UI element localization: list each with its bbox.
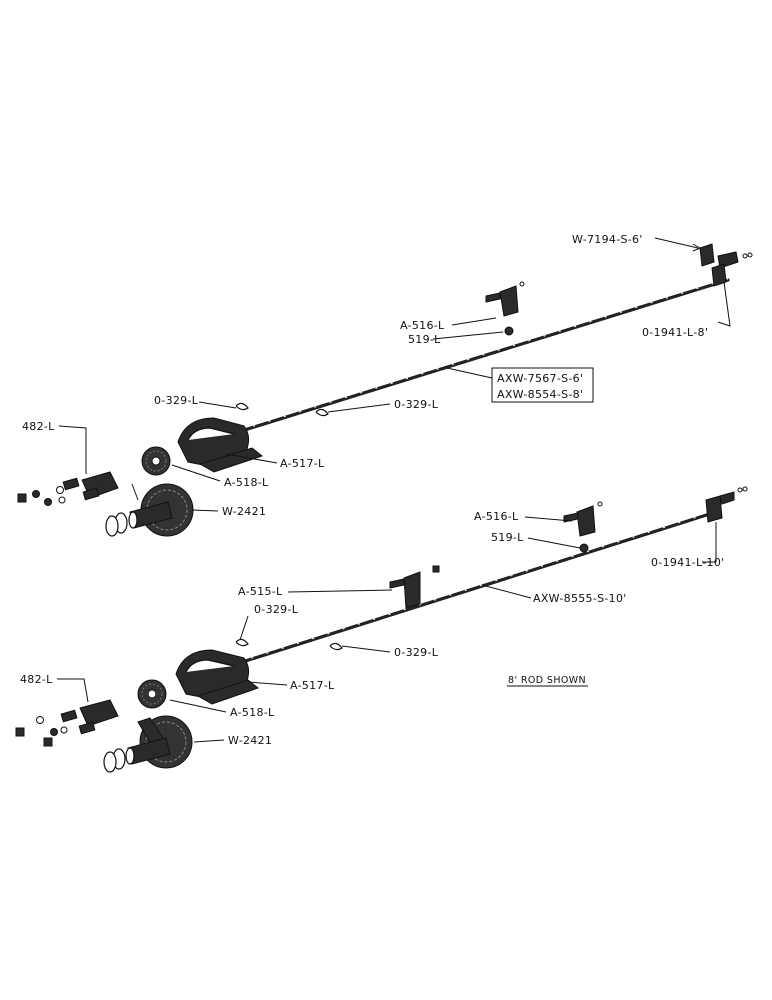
upper-leader-w2421 (191, 509, 219, 512)
label-o329-lower-right: 0-329-L (394, 646, 439, 659)
lower-leader-a516 (524, 516, 573, 522)
label-axw7567: AXW-7567-S-6' (497, 372, 583, 385)
lower-leader-o329-right (341, 645, 391, 653)
upper-lever-a516 (485, 281, 525, 336)
lower-housing-a517 (175, 649, 260, 705)
upper-leader-482 (58, 425, 87, 474)
lower-leader-519 (527, 537, 581, 549)
lower-rod (234, 510, 718, 666)
upper-leader-o329-left (198, 401, 237, 409)
label-axw8555: AXW-8555-S-10' (533, 592, 627, 605)
lower-leader-o1941 (702, 522, 717, 563)
upper-leader-a516 (451, 317, 497, 326)
label-a517-lower: A-517-L (290, 679, 335, 692)
lower-leader-w2421 (193, 739, 225, 743)
label-a518-upper: A-518-L (224, 476, 269, 489)
upper-leader-a517 (225, 453, 278, 464)
label-a516-upper: A-516-L (400, 319, 445, 332)
label-axw8554: AXW-8554-S-8' (497, 388, 583, 401)
upper-leader-w7194 (654, 237, 699, 249)
lower-leader-a515 (287, 589, 393, 593)
label-519-lower: 519-L (491, 531, 524, 544)
lower-leader-o329-left (239, 615, 249, 641)
label-o1941-upper: 0-1941-L-8' (642, 326, 708, 339)
upper-rod (236, 278, 730, 434)
label-w2421-upper: W-2421 (222, 505, 266, 518)
lower-leader-axw (481, 584, 532, 599)
upper-leader-o329-right (327, 403, 391, 413)
lower-leader-a517 (247, 681, 288, 686)
label-o329-upper-right: 0-329-L (394, 398, 439, 411)
label-w2421-lower: W-2421 (228, 734, 272, 747)
upper-bracket-482 (17, 471, 139, 506)
label-482-lower: 482-L (20, 673, 53, 686)
label-o1941-lower: 0-1941-L-10' (651, 556, 724, 569)
lower-assembly: A-516-L 519-L 0-1941-L-10' A-515-L AXW-8… (15, 486, 748, 773)
label-w7194: W-7194-S-6' (572, 233, 643, 246)
upper-clip-left (235, 402, 249, 411)
label-a518-lower: A-518-L (230, 706, 275, 719)
upper-assembly: W-7194-S-6' 0-1941-L-8' A-516-L 519-L AX… (17, 233, 753, 537)
lower-lever-a515 (389, 565, 440, 609)
upper-gear-w2421 (105, 483, 194, 537)
upper-gear-a518 (141, 446, 171, 476)
lower-leader-a518 (169, 699, 227, 713)
lower-gear-a518 (137, 679, 167, 709)
lower-clip-right (329, 642, 343, 651)
lower-gear-w2421 (103, 715, 193, 773)
lower-bracket-482 (15, 699, 119, 747)
note-8-rod-shown: 8' ROD SHOWN (508, 675, 586, 686)
label-a517-upper: A-517-L (280, 457, 325, 470)
upper-end-bracket (699, 243, 753, 287)
label-a516-lower: A-516-L (474, 510, 519, 523)
label-482-upper: 482-L (22, 420, 55, 433)
label-a515-lower: A-515-L (238, 585, 283, 598)
upper-leader-axw (446, 367, 493, 379)
upper-leader-a518 (171, 464, 221, 482)
label-o329-upper-left: 0-329-L (154, 394, 199, 407)
upper-leader-o1941 (717, 281, 731, 327)
lower-lever-a516 (563, 501, 603, 553)
upper-housing-a517 (177, 417, 264, 473)
lower-end-crank (705, 486, 748, 523)
label-519-upper: 519-L (408, 333, 441, 346)
upper-clip-right (315, 408, 329, 417)
lower-clip-left (235, 638, 249, 647)
label-o329-lower-left: 0-329-L (254, 603, 299, 616)
lower-leader-482 (57, 678, 89, 703)
upper-axw-box (491, 367, 594, 403)
upper-leader-519 (432, 331, 504, 340)
